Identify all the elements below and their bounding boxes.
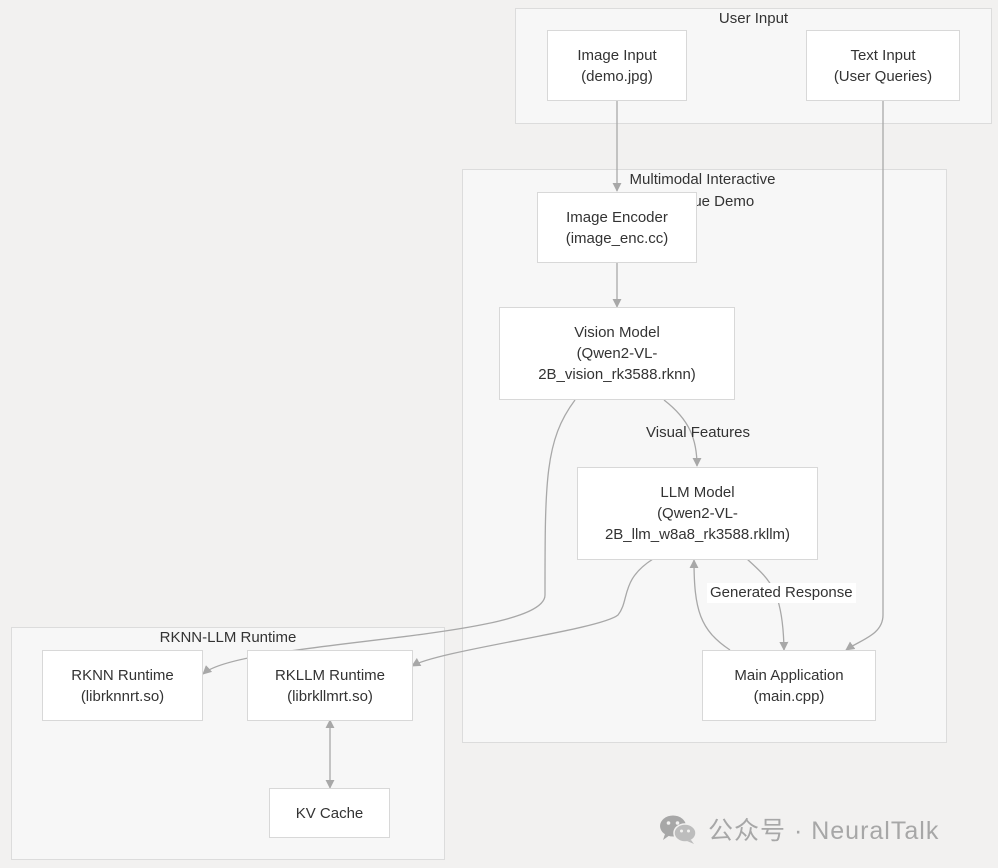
kv-cache-label: KV Cache: [295, 804, 364, 822]
kv-cache-node: KV Cache: [269, 788, 390, 838]
main-application-label: Main Application (main.cpp): [734, 666, 844, 705]
rkllm-runtime-node: RKLLM Runtime (librkllmrt.so): [247, 650, 413, 721]
vision-model-node: Vision Model (Qwen2-VL- 2B_vision_rk3588…: [499, 307, 735, 400]
rknn-runtime-label: RKNN Runtime (librknnrt.so): [71, 666, 174, 705]
llm-model-label: LLM Model (Qwen2-VL- 2B_llm_w8a8_rk3588.…: [604, 484, 791, 543]
edge-vision-to-llm: [663, 399, 702, 467]
edge-label-generated-response: Generated Response: [707, 583, 856, 603]
edge-main-app-to-llm: [689, 559, 731, 651]
cluster-runtime-label: RKNN-LLM Runtime: [159, 629, 297, 646]
watermark: 公众号 · NeuralTalk: [658, 810, 939, 848]
image-input-label: Image Input (demo.jpg): [577, 46, 657, 85]
watermark-text: 公众号 · NeuralTalk: [708, 817, 940, 845]
text-input-node: Text Input (User Queries): [806, 30, 960, 101]
image-encoder-node: Image Encoder (image_enc.cc): [537, 192, 697, 263]
image-input-node: Image Input (demo.jpg): [547, 30, 687, 101]
edge-label-visual-features: Visual Features: [646, 424, 750, 441]
edge-text-input-to-main-app: [845, 101, 884, 651]
llm-model-node: LLM Model (Qwen2-VL- 2B_llm_w8a8_rk3588.…: [577, 467, 818, 560]
rknn-runtime-node: RKNN Runtime (librknnrt.so): [42, 650, 203, 721]
edge-vision-to-rknn-runtime: [202, 399, 576, 675]
edge-llm-to-main-app: [746, 558, 789, 651]
image-encoder-label: Image Encoder (image_enc.cc): [565, 208, 669, 247]
cluster-demo: [462, 169, 947, 743]
edge-llm-to-rkllm-runtime: [411, 558, 654, 667]
cluster-user-input-label: User Input: [718, 10, 789, 27]
rkllm-runtime-label: RKLLM Runtime (librkllmrt.so): [274, 666, 386, 705]
main-application-node: Main Application (main.cpp): [702, 650, 876, 721]
wechat-icon: [660, 815, 697, 844]
text-input-label: Text Input (User Queries): [833, 46, 933, 85]
vision-model-label: Vision Model (Qwen2-VL- 2B_vision_rk3588…: [538, 324, 696, 383]
